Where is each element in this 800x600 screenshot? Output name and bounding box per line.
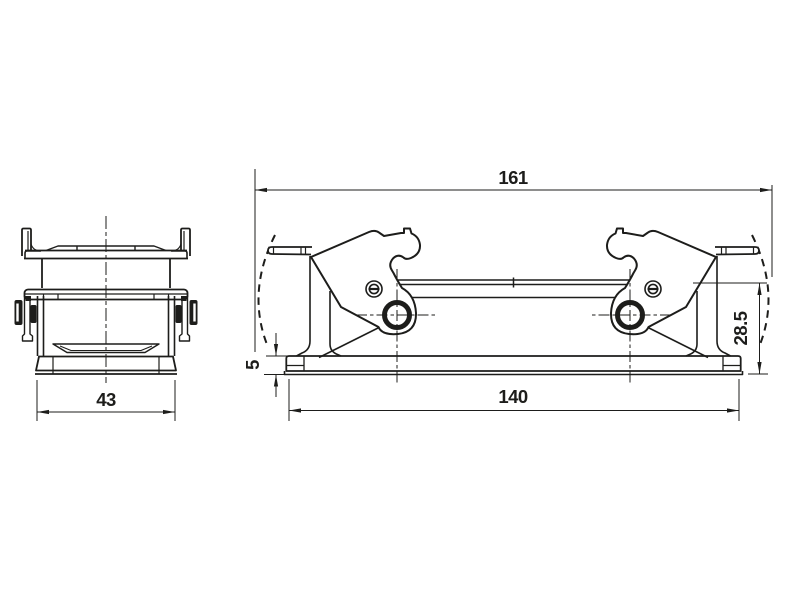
dim-5-arrow-bottom xyxy=(273,374,279,387)
dim-5-extension-lines xyxy=(264,355,288,375)
dim-28-5-label: 28.5 xyxy=(730,311,751,345)
dim-161-extension-lines xyxy=(254,169,773,352)
dim-161-arrow-right xyxy=(760,187,772,193)
dim-161-label: 161 xyxy=(498,167,528,188)
base-plate xyxy=(285,355,742,372)
front-view: 161 140 28.5 5 xyxy=(242,167,773,421)
dim-43: 43 xyxy=(36,380,176,421)
dim-5: 5 xyxy=(242,333,288,397)
cross-bars xyxy=(392,277,635,299)
dim-140-label: 140 xyxy=(498,386,528,407)
dim-28-5-arrow-top xyxy=(757,283,762,295)
base-plate-lip xyxy=(283,371,744,376)
dim-28-5-arrow-bottom xyxy=(757,362,762,374)
recess-outer xyxy=(52,343,160,354)
dim-43-label: 43 xyxy=(96,389,116,410)
dim-43-arrow-left xyxy=(37,409,49,415)
flange xyxy=(35,355,177,372)
dim-140-extension-lines xyxy=(288,379,740,421)
dim-140: 140 xyxy=(288,379,740,421)
dim-43-extension-lines xyxy=(36,380,176,421)
dim-28-5-extension-lines xyxy=(693,282,768,375)
dim-5-arrow-top xyxy=(273,344,279,356)
dim-161-arrow-left xyxy=(255,187,267,193)
dim-28-5: 28.5 xyxy=(693,282,768,375)
dim-43-arrow-right xyxy=(163,409,175,415)
dim-140-arrow-right xyxy=(727,408,739,413)
dim-140-arrow-left xyxy=(289,408,301,413)
dim-5-label: 5 xyxy=(242,360,263,370)
dim-161: 161 xyxy=(254,167,773,352)
side-view: 43 xyxy=(13,215,199,421)
